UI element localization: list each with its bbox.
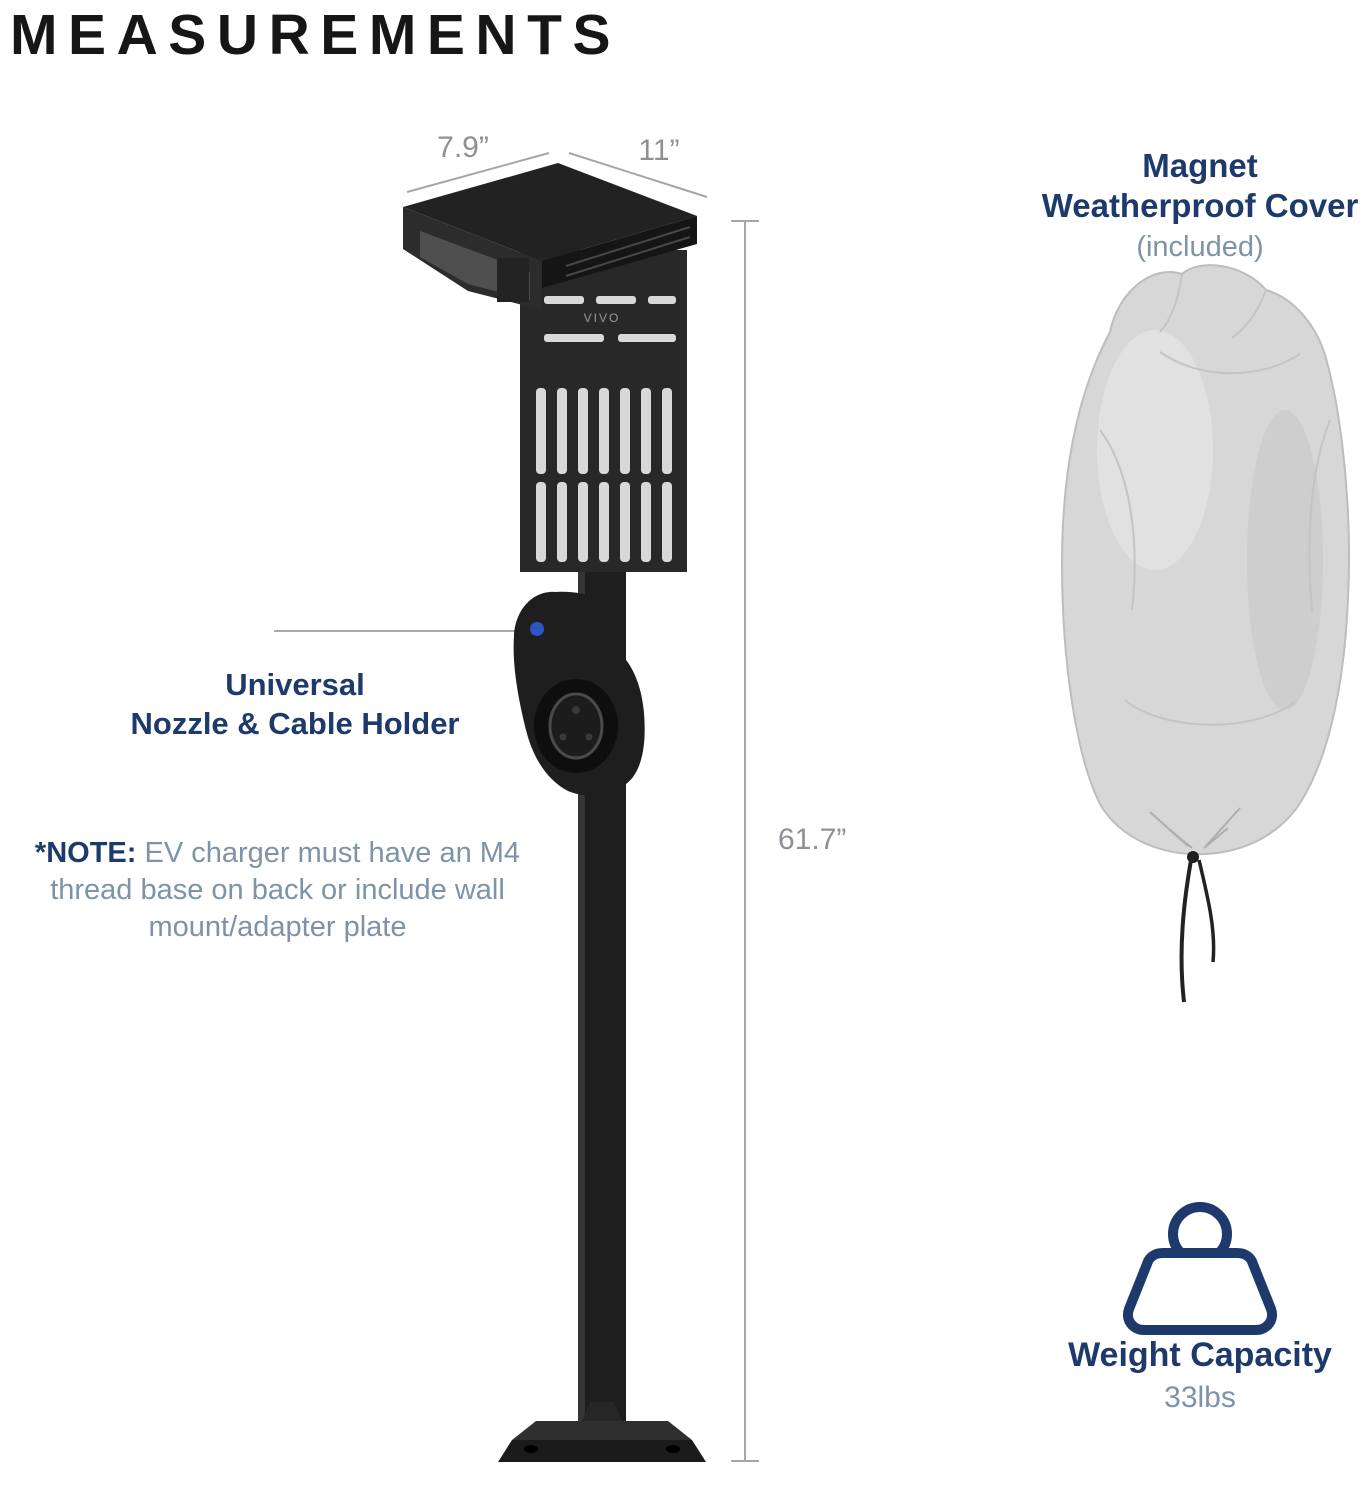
base-plate [498, 1402, 706, 1462]
holder-callout-line1: Universal [225, 667, 365, 702]
note-line2: thread base on back or include wall [50, 874, 505, 907]
weight-capacity-value: 33lbs [1164, 1381, 1236, 1414]
note-line1: EV charger must have an M4 [136, 837, 521, 869]
brand-logo: VIVO [584, 311, 621, 325]
holder-callout: Universal Nozzle & Cable Holder [55, 666, 535, 744]
plate-vertical-slots [536, 388, 672, 562]
weight-icon [1123, 1202, 1277, 1335]
dim-top-width-label: 11” [638, 134, 680, 167]
cover-heading-line1: Magnet [1142, 147, 1258, 184]
mounting-plate: VIVO [520, 250, 687, 572]
dim-height-label: 61.7” [778, 823, 847, 856]
cover-heading: Magnet Weatherproof Cover (included) [1030, 146, 1370, 265]
weight-capacity: Weight Capacity 33lbs [1020, 1336, 1370, 1415]
page-title: MEASUREMENTS [10, 3, 622, 67]
note-line3: mount/adapter plate [148, 911, 407, 944]
cover-heading-included: (included) [1136, 230, 1264, 263]
canopy-hood [403, 163, 697, 310]
holder-leader-dot [530, 622, 544, 636]
dim-top-depth-label: 7.9” [437, 131, 489, 164]
note-prefix: *NOTE: [34, 837, 137, 869]
cover-heading-line2: Weatherproof Cover [1041, 187, 1359, 225]
nozzle-cable-holder [513, 591, 645, 796]
dimension-lines [406, 152, 759, 1462]
drawstring [1179, 851, 1216, 1003]
weight-capacity-label: Weight Capacity [1068, 1336, 1332, 1374]
holder-callout-line2: Nozzle & Cable Holder [130, 705, 460, 741]
note: *NOTE: EV charger must have an M4 thread… [5, 835, 550, 946]
weatherproof-cover-illustration [1060, 264, 1351, 1003]
